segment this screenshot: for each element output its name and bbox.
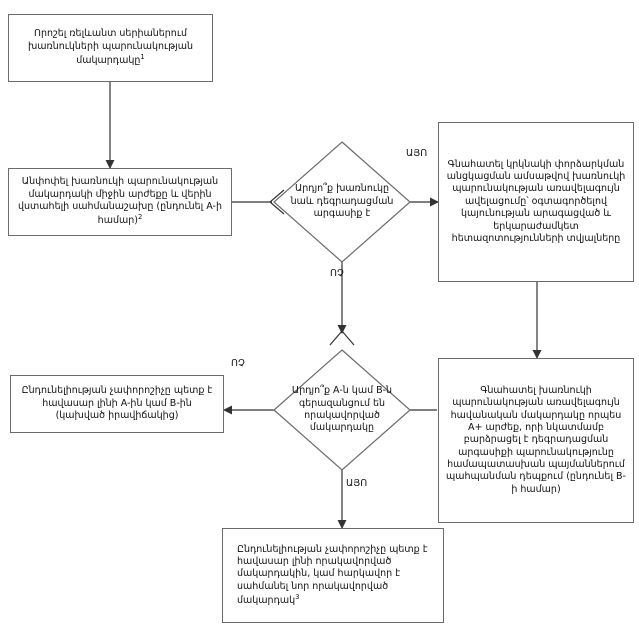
edge-label-no-degradation: ՈՉ — [330, 268, 344, 279]
footnote-marker: 2 — [137, 213, 143, 222]
node-text: Անփոփել խառնուկի պարունակության մակարդակ… — [18, 176, 222, 227]
decision-is-degradation-product[interactable]: Արդյո՞ք խառնուկը նաև դեգրադացման արգասիք… — [272, 140, 412, 264]
node-criterion-equals-a-or-b[interactable]: Ընդունելիության չափորոշիչը պետք է հավասա… — [10, 375, 224, 433]
decision-exceeds-qualified-level[interactable]: Արդյո՞ք A-ն կամ B-ն գերազանցում են որակա… — [272, 348, 412, 472]
edge-label-yes-exceeds: ԱՅՈ — [346, 478, 368, 489]
edge-label-yes-degradation: ԱՅՈ — [406, 148, 428, 159]
node-determine-impurity-level[interactable]: Որոշել ռելևանտ սերիաներում խառնուկների պ… — [8, 14, 213, 82]
node-text: Արդյո՞ք խառնուկը նաև դեգրադացման արգասիք… — [290, 183, 394, 220]
node-text: Որոշել ռելևանտ սերիաներում խառնուկների պ… — [27, 28, 193, 67]
node-criterion-equals-qualified-level[interactable]: Ընդունելիության չափորոշիչը պետք է հավասա… — [222, 528, 444, 623]
footnote-marker: 3 — [295, 592, 300, 601]
node-text: Ընդունելիության չափորոշիչը պետք է հավասա… — [21, 385, 213, 422]
node-text: Գնահատել կրկնակի փորձարկման անցկացման ամ… — [446, 158, 626, 244]
node-text: Արդյո՞ք A-ն կամ B-ն գերազանցում են որակա… — [291, 385, 393, 434]
node-assess-max-probable-level[interactable]: Գնահատել խառնուկի պարունակության առավելա… — [438, 358, 634, 523]
node-assess-increase-at-retest-date[interactable]: Գնահատել կրկնակի փորձարկման անցկացման ամ… — [438, 122, 634, 282]
node-text: Գնահատել խառնուկի պարունակության առավելա… — [446, 384, 626, 495]
edge-label-no-exceeds: ՈՉ — [231, 358, 245, 369]
node-estimate-mean-and-upper-limit[interactable]: Անփոփել խառնուկի պարունակության մակարդակ… — [8, 168, 232, 236]
footnote-marker: 1 — [140, 53, 145, 62]
node-text: Ընդունելիության չափորոշիչը պետք է հավասա… — [237, 543, 428, 607]
